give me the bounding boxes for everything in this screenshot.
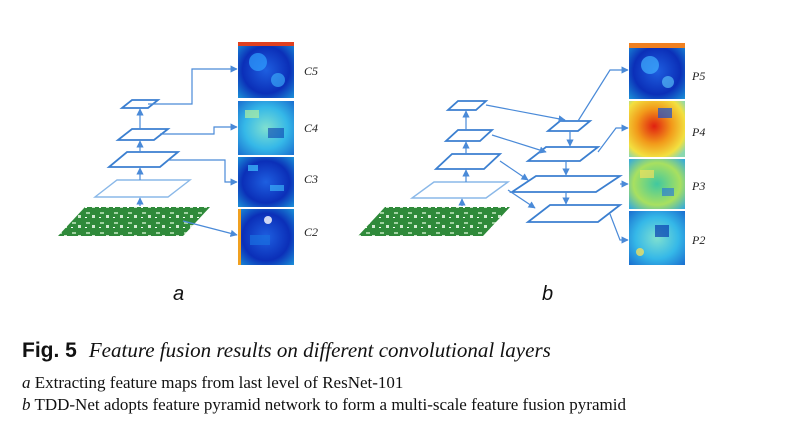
map-label-p3: P3: [691, 179, 705, 193]
feature-map-c4: [238, 101, 294, 155]
feature-map-c3: [238, 157, 294, 207]
connector-a-c2: [182, 220, 238, 237]
map-label-p2: P2: [691, 233, 705, 247]
map-label-c5: C5: [304, 64, 318, 78]
panel-b-label: b: [542, 283, 554, 305]
layer-a-1: [92, 179, 193, 198]
layer-td-3: [509, 175, 623, 193]
layer-td-2: [525, 146, 601, 162]
layer-a-2: [106, 151, 181, 168]
map-label-p5: P5: [691, 69, 705, 83]
panel-a: C5 C4 C3 C2: [58, 42, 318, 265]
figure-caption-title: Fig. 5 Feature fusion results on differen…: [22, 338, 551, 363]
pcb-board-b: [358, 207, 510, 236]
map-label-c4: C4: [304, 121, 318, 135]
feature-map-p2: [629, 211, 685, 265]
connector-b-p5: [577, 66, 629, 122]
map-label-c2: C2: [304, 225, 318, 239]
figure-number: Fig. 5: [22, 339, 77, 362]
layer-td-4: [525, 204, 623, 223]
layer-b-3: [443, 129, 495, 142]
connector-a-c5: [148, 65, 238, 105]
feature-map-p4: [629, 101, 685, 157]
connector-b-p2: [609, 213, 629, 244]
layer-a-4: [119, 99, 161, 109]
panel-a-label: a: [173, 283, 185, 305]
connector-a-c4: [160, 123, 238, 135]
feature-map-p5: [629, 43, 685, 99]
layer-b-4: [445, 100, 489, 111]
connector-a-c3: [168, 159, 238, 186]
layer-td-1: [545, 120, 593, 132]
panel-b: P5 P4 P3 P2: [358, 43, 705, 265]
map-label-p4: P4: [691, 125, 705, 139]
layer-b-2: [433, 153, 503, 170]
subcaption-b: b TDD-Net adopts feature pyramid network…: [22, 395, 626, 415]
subcaption-b-letter: b: [22, 395, 31, 414]
layer-a-3: [115, 128, 171, 141]
subcaption-a: a Extracting feature maps from last leve…: [22, 373, 403, 393]
pcb-board-a: [58, 207, 210, 236]
layer-b-1: [409, 181, 511, 199]
feature-map-p3: [629, 159, 685, 209]
feature-map-c5: [238, 42, 294, 98]
subcaption-b-text: TDD-Net adopts feature pyramid network t…: [30, 395, 626, 414]
feature-map-c2: [238, 209, 294, 265]
figure-diagram: C5 C4 C3 C2: [58, 42, 705, 265]
map-label-c3: C3: [304, 172, 318, 186]
connector-b-p4: [597, 124, 629, 153]
figure-title-text: Feature fusion results on different conv…: [88, 338, 551, 362]
subcaption-a-text: Extracting feature maps from last level …: [30, 373, 404, 392]
subcaption-a-letter: a: [22, 373, 31, 392]
